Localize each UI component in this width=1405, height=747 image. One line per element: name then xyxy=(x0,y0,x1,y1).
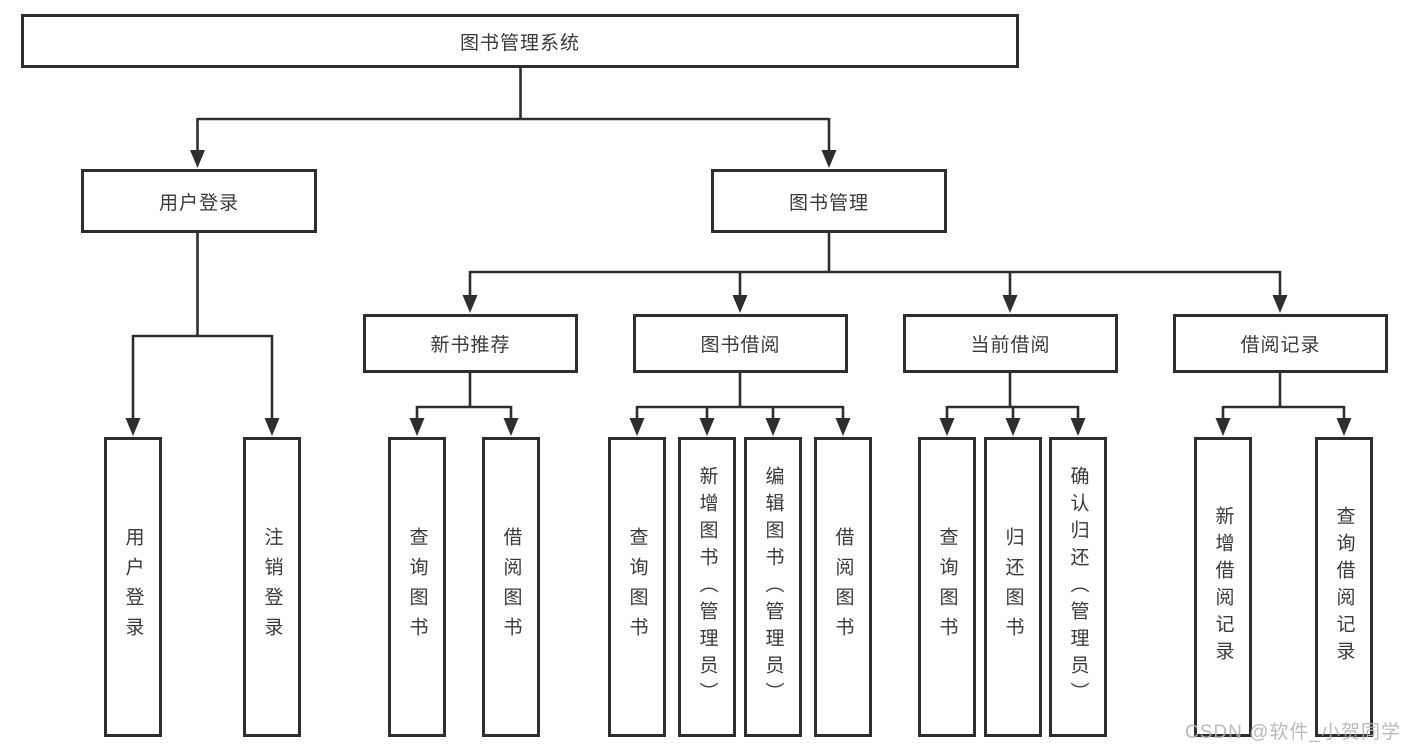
leaf-label: 查询图书 xyxy=(936,527,958,647)
node-label: 借阅记录 xyxy=(1240,335,1321,356)
leaf-borrow-books-1: 借阅图书 xyxy=(482,437,540,737)
leaf-label: 查询图书 xyxy=(626,527,648,647)
leaf-label: 查询借阅记录 xyxy=(1333,506,1355,668)
leaf-query-borrow-record: 查询借阅记录 xyxy=(1315,437,1373,737)
leaf-label: 新增图书（管理员） xyxy=(696,465,718,709)
node-book-borrowing: 图书借阅 xyxy=(633,314,848,373)
node-user-login: 用户登录 xyxy=(81,169,317,233)
leaf-label: 归还图书 xyxy=(1002,527,1024,647)
arrowheads xyxy=(125,150,1352,436)
node-label: 用户登录 xyxy=(158,192,239,214)
node-label: 图书借阅 xyxy=(700,335,781,356)
leaf-user-login: 用户登录 xyxy=(104,437,162,737)
leaf-return-books: 归还图书 xyxy=(984,437,1042,737)
node-library-management-system: 图书管理系统 xyxy=(21,14,1019,68)
leaf-label: 借阅图书 xyxy=(832,527,854,647)
node-label: 图书管理 xyxy=(788,192,869,214)
leaf-query-books-1: 查询图书 xyxy=(388,437,446,737)
leaf-label: 查询图书 xyxy=(406,527,428,647)
node-label: 当前借阅 xyxy=(970,335,1051,356)
node-current-borrowing: 当前借阅 xyxy=(903,314,1118,373)
node-label: 新书推荐 xyxy=(430,335,511,356)
leaf-confirm-return-admin: 确认归还（管理员） xyxy=(1049,437,1107,737)
leaf-query-books-2: 查询图书 xyxy=(608,437,666,737)
leaf-label: 用户登录 xyxy=(122,527,144,647)
leaf-query-books-3: 查询图书 xyxy=(918,437,976,737)
leaf-label: 新增借阅记录 xyxy=(1212,506,1234,668)
leaf-label: 确认归还（管理员） xyxy=(1067,465,1089,709)
leaf-logout: 注销登录 xyxy=(243,437,301,737)
node-borrowing-records: 借阅记录 xyxy=(1173,314,1388,373)
csdn-watermark: CSDN @软件_小贺同学 xyxy=(1185,722,1401,743)
leaf-label: 注销登录 xyxy=(261,527,283,647)
node-label: 图书管理系统 xyxy=(459,32,580,54)
leaf-label: 编辑图书（管理员） xyxy=(762,465,784,709)
leaf-borrow-books-2: 借阅图书 xyxy=(814,437,872,737)
leaf-add-books-admin: 新增图书（管理员） xyxy=(678,437,736,737)
leaf-add-borrow-record: 新增借阅记录 xyxy=(1194,437,1252,737)
leaf-edit-books-admin: 编辑图书（管理员） xyxy=(744,437,802,737)
node-new-book-recommendation: 新书推荐 xyxy=(363,314,578,373)
leaf-label: 借阅图书 xyxy=(500,527,522,647)
node-book-management: 图书管理 xyxy=(711,169,947,233)
